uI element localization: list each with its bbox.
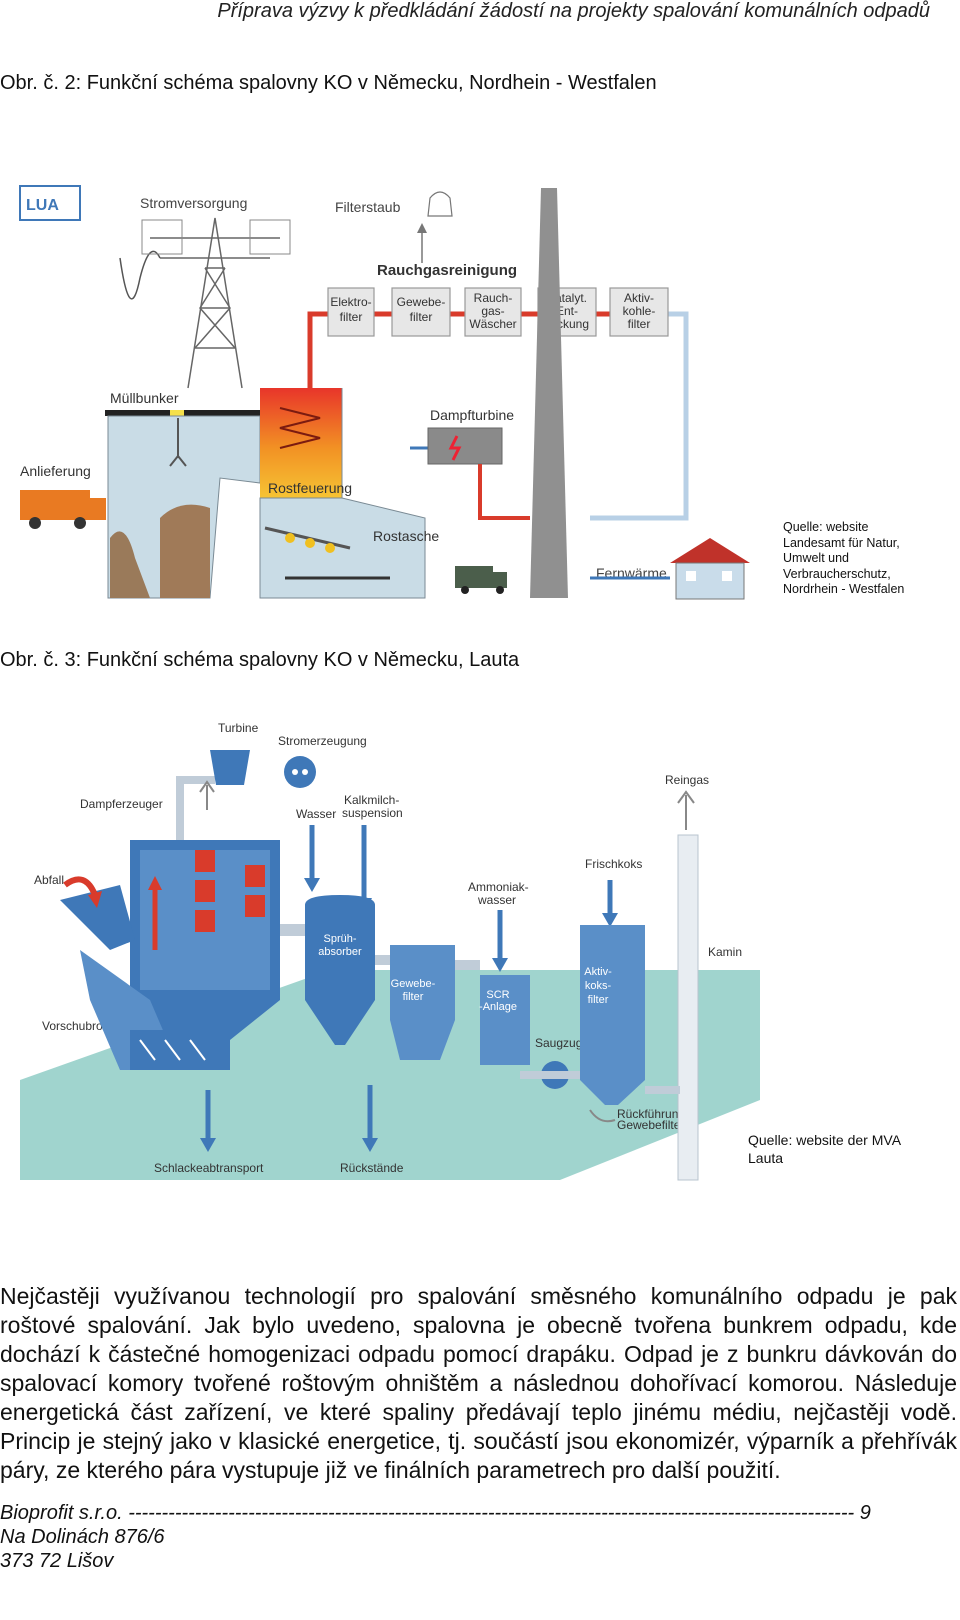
footer-company: Bioprofit s.r.o. <box>0 1502 123 1524</box>
label-anlieferung: Anlieferung <box>20 463 91 479</box>
svg-text:Stromerzeugung: Stromerzeugung <box>278 734 367 748</box>
footer-address-line-2: 373 72 Lišov <box>0 1550 114 1572</box>
body-paragraph: Nejčastěji využívanou technologií pro sp… <box>0 1283 957 1483</box>
svg-text:filter: filter <box>340 310 363 324</box>
stack-kamin <box>677 834 699 1181</box>
scr-unit: SCR -Anlage <box>479 975 530 1065</box>
svg-text:Reingas: Reingas <box>665 773 709 787</box>
label-muellbunker: Müllbunker <box>110 390 179 406</box>
footer-page-number: 9 <box>859 1502 871 1524</box>
svg-text:Frischkoks: Frischkoks <box>585 857 642 871</box>
svg-text:Gewebe-: Gewebe- <box>391 978 436 990</box>
svg-text:Ent-: Ent- <box>556 304 578 318</box>
house-icon <box>670 538 750 600</box>
svg-text:Gewebe-: Gewebe- <box>397 295 446 309</box>
label-rostasche: Rostasche <box>373 528 439 544</box>
svg-text:filter: filter <box>588 994 609 1006</box>
footer: Bioprofit s.r.o. -----------------------… <box>0 1502 960 1525</box>
svg-text:Saugzug: Saugzug <box>535 1036 582 1050</box>
waste-bunker <box>105 410 270 599</box>
svg-text:Rückstände: Rückstände <box>340 1161 404 1175</box>
svg-text:Wasser: Wasser <box>296 807 336 821</box>
svg-text:koks-: koks- <box>585 980 612 992</box>
steam-turbine <box>427 427 503 465</box>
figure-3-diagram: Turbine Stromerzeugung Dampferzeuger Was… <box>20 721 760 1181</box>
svg-text:LUA: LUA <box>26 197 59 214</box>
figure-2-diagram: LUA Stromversorgung Filterstaub Rauchgas… <box>19 185 750 600</box>
power-tower-icon <box>150 217 280 389</box>
fan-saugzug <box>520 1061 580 1089</box>
label-rostfeuerung: Rostfeuerung <box>268 480 352 496</box>
spray-absorber: Sprüh- absorber <box>305 895 375 1045</box>
svg-text:absorber: absorber <box>318 946 362 958</box>
svg-text:Rauch-: Rauch- <box>474 291 513 305</box>
steam-generator <box>130 840 280 1040</box>
svg-text:Aktiv-: Aktiv- <box>584 966 612 978</box>
svg-text:Aktiv-: Aktiv- <box>624 291 654 305</box>
page-header: Příprava výzvy k předkládání žádostí na … <box>217 0 930 22</box>
activated-coke-filter: Aktiv- koks- filter <box>580 925 645 1105</box>
svg-text:filter: filter <box>628 317 651 331</box>
svg-text:SCR: SCR <box>486 989 509 1001</box>
chimney <box>530 188 568 598</box>
small-truck-icon <box>455 566 507 594</box>
waste-hopper <box>60 885 230 1070</box>
svg-text:gas-: gas- <box>481 304 504 318</box>
label-stromversorgung: Stromversorgung <box>140 195 247 211</box>
svg-text:Schlackeabtransport: Schlackeabtransport <box>154 1161 264 1175</box>
svg-text:Gewebefilter: Gewebefilter <box>617 1118 684 1132</box>
svg-text:Rückführung: Rückführung <box>617 1107 685 1121</box>
svg-text:Abfall: Abfall <box>34 873 64 887</box>
turbine-icon <box>210 750 250 785</box>
svg-text:suspension: suspension <box>342 806 403 820</box>
svg-text:wasser: wasser <box>477 893 516 907</box>
fabric-filter: Gewebe- filter <box>390 945 455 1060</box>
label-dampfturbine: Dampfturbine <box>430 407 514 423</box>
svg-text:Kamin: Kamin <box>708 945 742 959</box>
figure-2-caption: Obr. č. 2: Funkční schéma spalovny KO v … <box>0 72 657 94</box>
svg-text:Turbine: Turbine <box>218 721 259 735</box>
svg-text:Vorschubrost: Vorschubrost <box>42 1019 113 1033</box>
footer-dashes: ----------------------------------------… <box>128 1502 855 1524</box>
svg-text:Sprüh-: Sprüh- <box>323 933 356 945</box>
svg-text:filter: filter <box>403 991 424 1003</box>
svg-text:Dampferzeuger: Dampferzeuger <box>80 797 163 811</box>
furnace <box>259 388 426 599</box>
svg-text:kohle-: kohle- <box>623 304 656 318</box>
lua-logo: LUA <box>19 185 81 221</box>
generator-icon <box>284 756 316 788</box>
figure-3-caption: Obr. č. 3: Funkční schéma spalovny KO v … <box>0 649 520 671</box>
label-filterstaub: Filterstaub <box>335 199 401 215</box>
svg-text:Wäscher: Wäscher <box>469 317 516 331</box>
svg-text:Kalkmilch-: Kalkmilch- <box>344 793 399 807</box>
svg-text:Ammoniak-: Ammoniak- <box>468 880 529 894</box>
svg-text:-Anlage: -Anlage <box>479 1001 517 1013</box>
truck-icon <box>20 490 106 529</box>
label-rauchgasreinigung: Rauchgasreinigung <box>377 262 517 279</box>
svg-text:filter: filter <box>410 310 433 324</box>
svg-text:Elektro-: Elektro- <box>330 295 371 309</box>
footer-address-line-1: Na Dolinách 876/6 <box>0 1526 165 1548</box>
